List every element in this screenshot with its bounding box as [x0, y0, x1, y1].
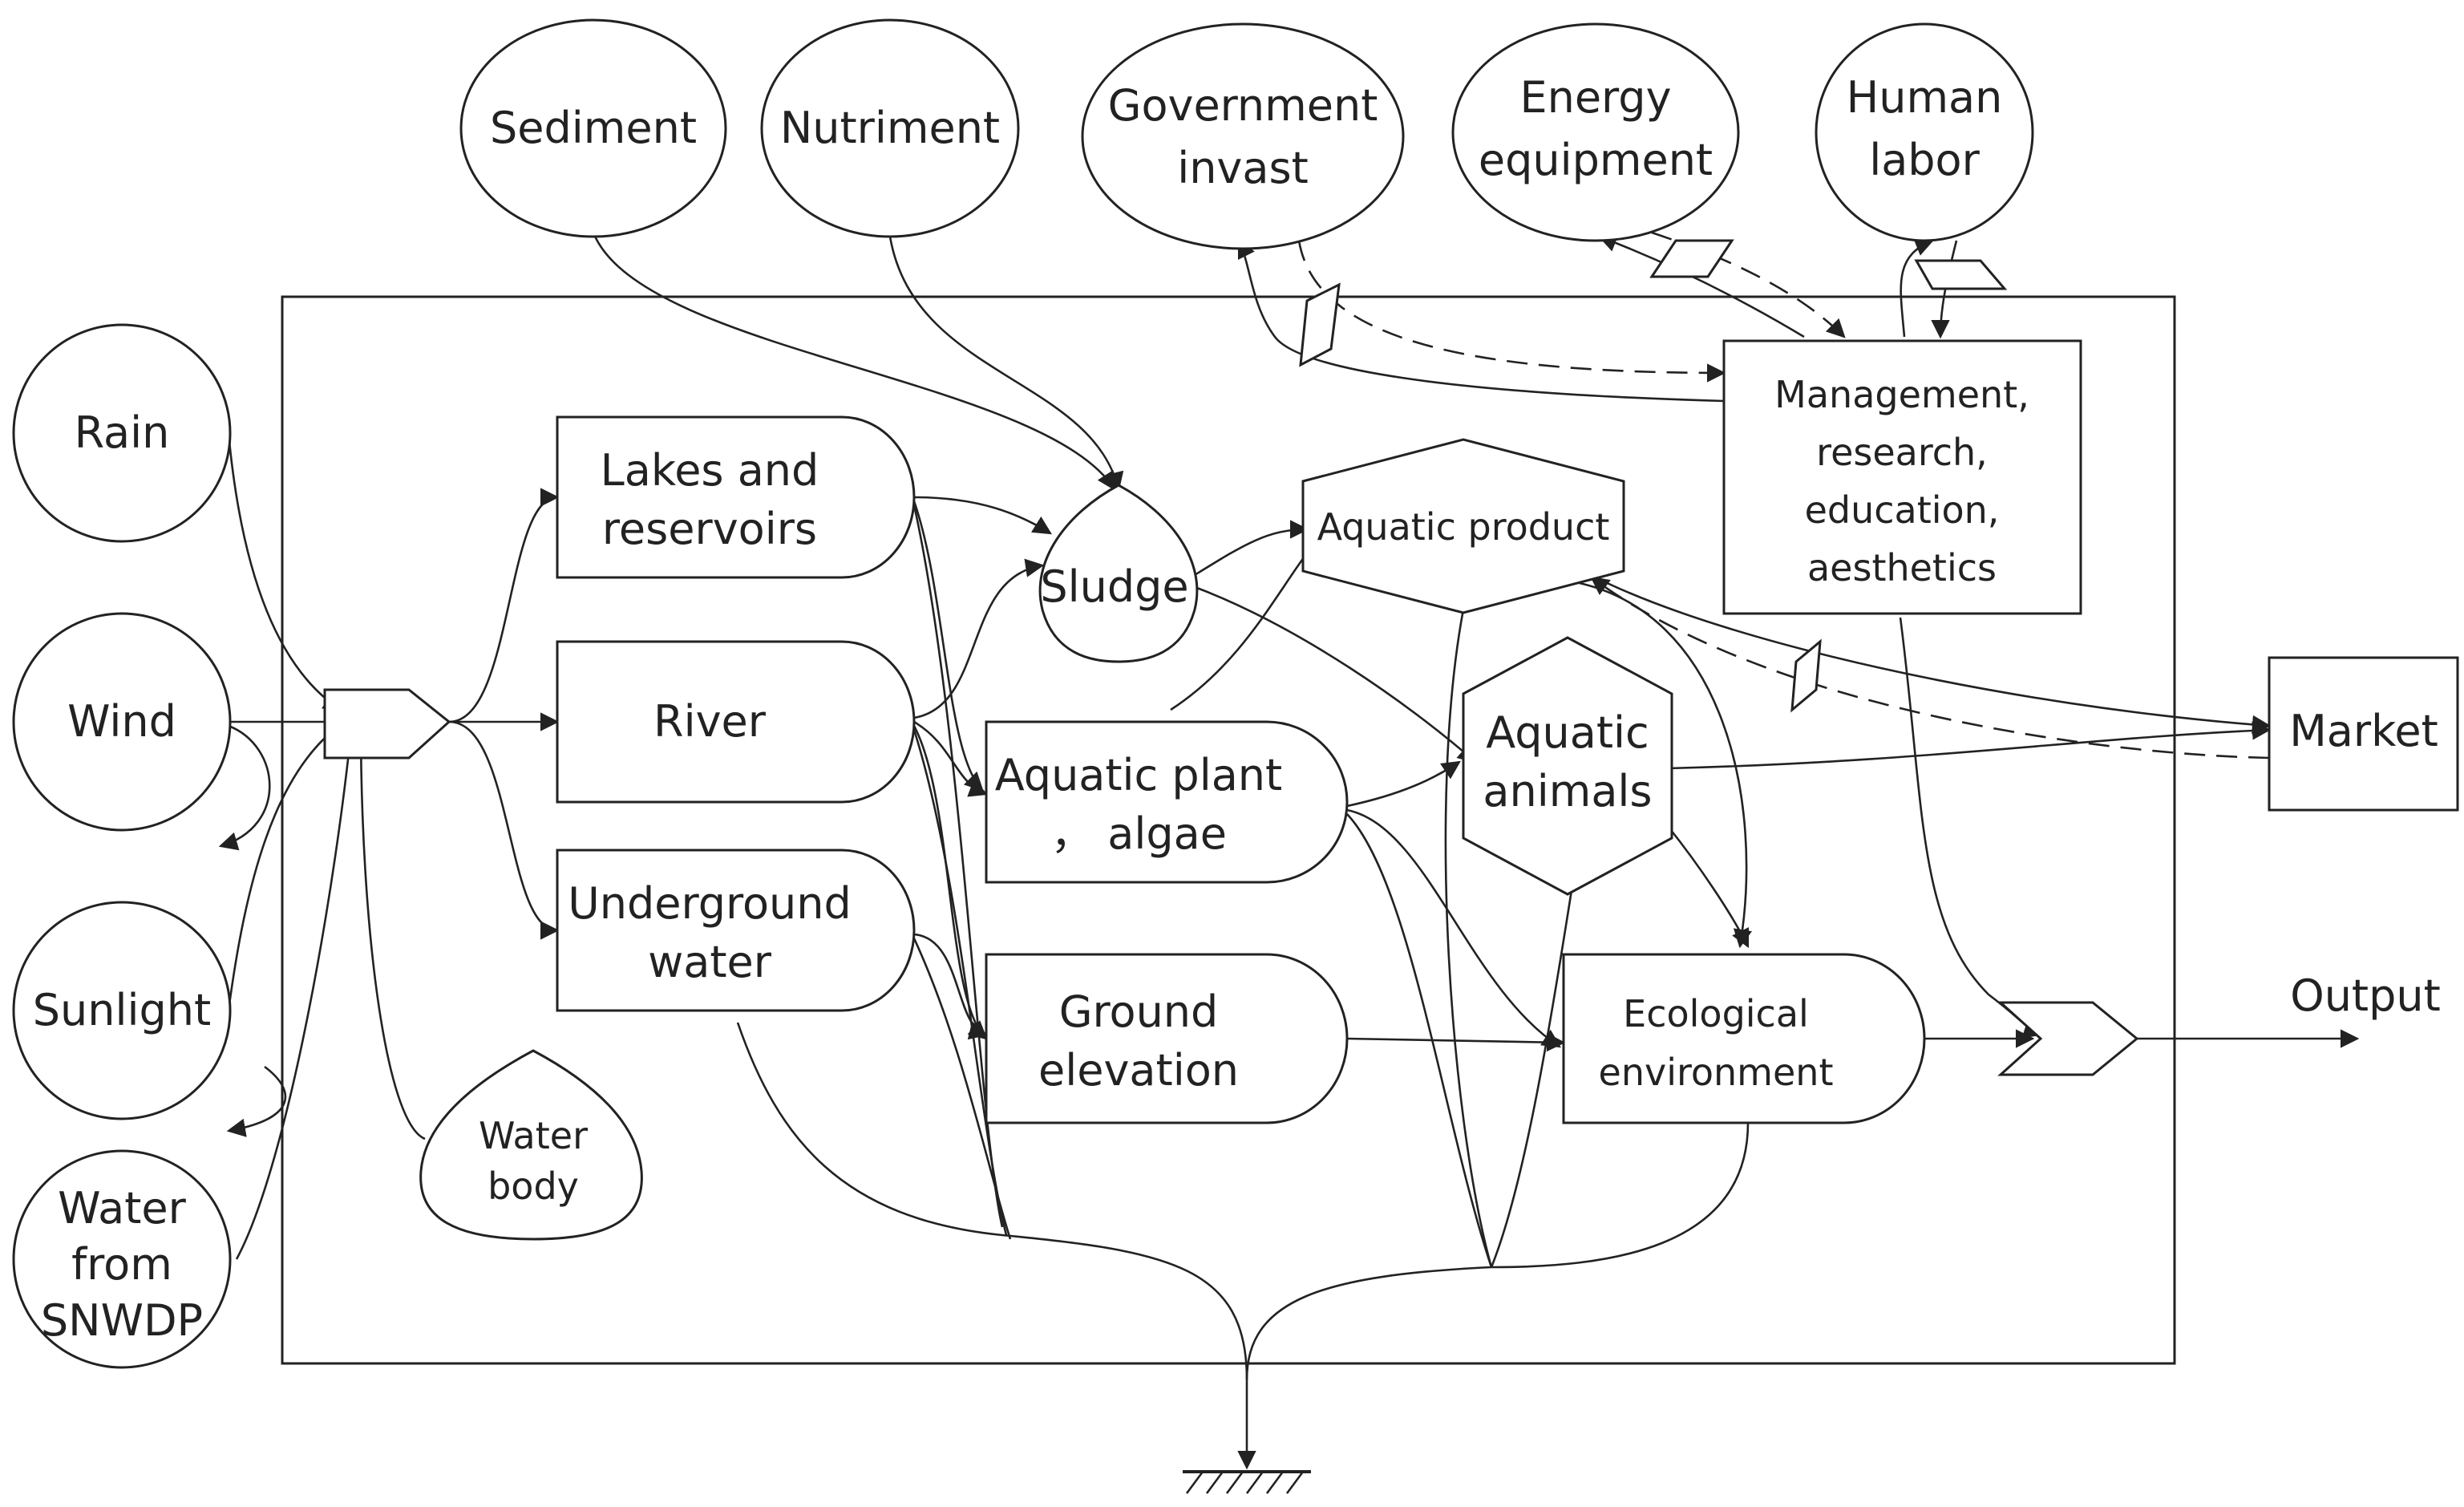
underground-label-1: Underground	[568, 878, 852, 929]
government-label-2: invast	[1177, 143, 1309, 193]
energy-label-2: equipment	[1479, 135, 1713, 185]
animals-label-2: animals	[1483, 766, 1652, 816]
labor-label-1: Human	[1847, 72, 2003, 123]
ground-label-2: elevation	[1038, 1045, 1239, 1096]
plant-label-1: Aquatic plant	[995, 750, 1282, 800]
lakes-label-2: reservoirs	[602, 504, 817, 554]
box-management: Management, research, education, aesthet…	[1722, 339, 2082, 615]
source-government: Government invast	[1081, 22, 1405, 250]
transaction-markers	[1299, 239, 2008, 713]
lakes-label-1: Lakes and	[601, 445, 819, 496]
ecological-label-2: environment	[1599, 1051, 1834, 1094]
source-energy: Energy equipment	[1451, 22, 1740, 242]
heat-sink-icon	[1183, 1470, 1311, 1494]
ecological-label-1: Ecological	[1623, 992, 1809, 1035]
snwdp-label-2: from	[71, 1239, 172, 1290]
consumer-aquatic-animals: Aquatic animals	[1462, 636, 1673, 896]
nutriment-label: Nutriment	[780, 103, 1000, 153]
source-sunlight: Sunlight	[12, 901, 232, 1120]
government-label-1: Government	[1108, 80, 1378, 131]
snwdp-label-3: SNWDP	[41, 1295, 203, 1346]
output-collector	[1997, 1001, 2139, 1076]
storage-river: River	[556, 640, 916, 804]
source-wind: Wind	[12, 612, 232, 832]
source-labor: Human labor	[1815, 22, 2034, 242]
wind-label: Wind	[67, 696, 176, 747]
output-label: Output	[2290, 970, 2441, 1021]
sunlight-label: Sunlight	[33, 985, 211, 1035]
storage-aquatic-plant: Aquatic plant ， algae	[985, 720, 1349, 884]
storage-ground-elevation: Ground elevation	[985, 953, 1349, 1124]
underground-label-2: water	[648, 937, 772, 987]
plant-label-2: ， algae	[1050, 808, 1227, 859]
source-snwdp: Water from SNWDP	[12, 1149, 232, 1369]
storage-water-body: Water body	[419, 1049, 643, 1241]
system-boundary	[281, 295, 2176, 1365]
source-rain: Rain	[12, 323, 232, 543]
labor-label-2: labor	[1869, 135, 1980, 185]
sludge-label: Sludge	[1040, 561, 1188, 612]
source-nutriment: Nutriment	[760, 18, 1020, 238]
box-ecological-environment: Ecological environment	[1562, 953, 1926, 1124]
flow-lines	[218, 231, 2360, 1470]
sediment-label: Sediment	[490, 103, 697, 153]
ground-label-1: Ground	[1059, 986, 1219, 1037]
management-label-1: Management,	[1774, 373, 2029, 416]
market-label: Market	[2289, 706, 2438, 756]
energy-label-1: Energy	[1519, 72, 1671, 123]
storage-sludge: Sludge	[1038, 484, 1199, 663]
management-label-3: education,	[1805, 488, 2000, 532]
water-body-label-1: Water	[479, 1114, 588, 1157]
rain-label: Rain	[75, 407, 170, 458]
animals-label-1: Aquatic	[1486, 707, 1649, 758]
management-label-4: aesthetics	[1807, 546, 1997, 589]
box-market: Market	[2268, 656, 2459, 812]
water-body-label-2: body	[488, 1165, 579, 1208]
snwdp-label-1: Water	[58, 1183, 186, 1234]
storage-lakes: Lakes and reservoirs	[556, 415, 916, 579]
management-label-2: research,	[1816, 431, 1988, 474]
storage-underground: Underground water	[556, 849, 916, 1012]
input-collector	[323, 688, 451, 760]
consumer-aquatic-product: Aquatic product	[1301, 438, 1625, 614]
river-label: River	[653, 696, 767, 747]
source-sediment: Sediment	[459, 18, 727, 238]
product-label: Aquatic product	[1317, 505, 1610, 549]
